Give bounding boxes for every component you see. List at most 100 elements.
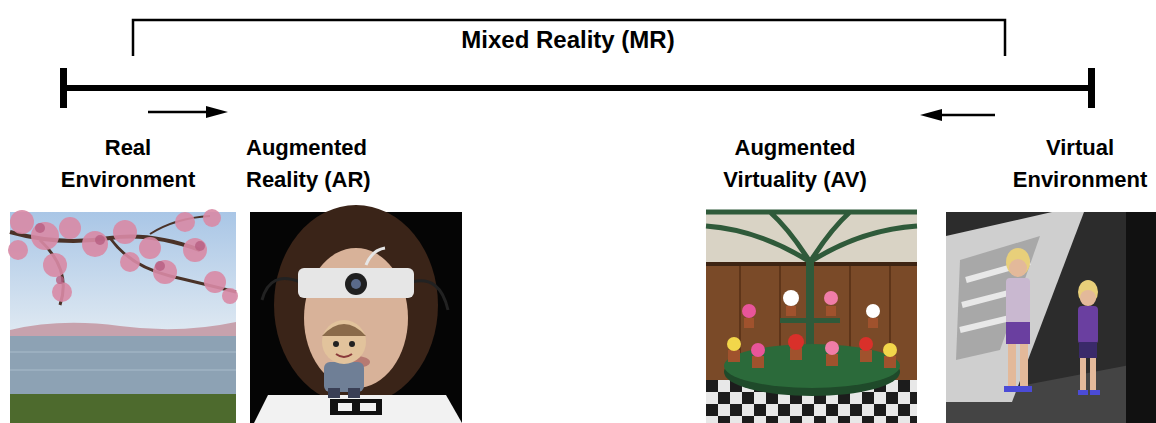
real-environment-photo-part — [8, 209, 238, 304]
augmented-virtuality-render-part-part — [868, 318, 878, 328]
bracket-label: Mixed Reality (MR) — [368, 24, 768, 56]
axis-label: Augmented Reality (AR) — [246, 132, 416, 196]
virtual-environment-render-part — [946, 212, 1084, 402]
real-environment-photo-part-part — [31, 222, 59, 250]
continuum-axis-part — [62, 85, 1093, 91]
augmented-virtuality-render-part-part — [824, 291, 838, 305]
real-environment-photo-part-part — [35, 223, 45, 233]
virtual-environment-render-part — [1018, 386, 1032, 392]
augmented-virtuality-render-part-part — [788, 334, 804, 350]
axis-label: Virtual Environment — [1005, 132, 1155, 196]
direction-arrow-part — [206, 106, 228, 118]
virtual-environment-render-part — [1006, 248, 1030, 276]
direction-arrow-part — [920, 109, 942, 121]
virtual-environment-render-part — [1008, 344, 1016, 388]
augmented-virtuality-render-part — [780, 318, 840, 323]
augmented-virtuality-render-part-part — [742, 304, 756, 318]
real-environment-photo-part — [10, 336, 236, 396]
augmented-reality-photo-part — [262, 279, 300, 300]
augmented-virtuality-render-part-part — [866, 304, 880, 318]
augmented-virtuality-render-part-part — [744, 318, 754, 328]
augmented-reality-photo-part — [360, 403, 376, 411]
real-environment-photo-part-part — [95, 235, 105, 245]
augmented-virtuality-render-part-part — [883, 343, 897, 357]
augmented-virtuality-render-part-part — [860, 350, 872, 362]
virtual-environment-render-part — [1090, 390, 1100, 395]
virtual-environment-render-part — [946, 212, 1156, 423]
augmented-virtuality-render-part-part — [826, 354, 838, 366]
virtual-environment-render-part — [1079, 342, 1097, 358]
real-environment-photo-part-part — [203, 209, 221, 227]
augmented-reality-photo-part — [366, 248, 385, 265]
direction-arrow-part — [148, 111, 208, 114]
virtual-environment-render-part — [1006, 278, 1030, 326]
virtual-environment-render-part — [1090, 358, 1096, 392]
real-environment-photo-part-part — [10, 210, 34, 234]
augmented-virtuality-render-part-part — [825, 341, 839, 355]
real-environment-photo-part-part — [155, 261, 165, 271]
augmented-virtuality-render-part — [724, 344, 900, 388]
real-environment-photo-part-part — [139, 237, 161, 259]
augmented-virtuality-render-part-part — [884, 356, 896, 368]
virtual-environment-render-part — [1020, 344, 1028, 388]
real-environment-photo-part-part — [113, 220, 137, 244]
real-environment-photo-part-part — [52, 282, 72, 302]
real-environment-photo-part — [10, 352, 236, 370]
augmented-reality-photo-part — [254, 395, 462, 423]
augmented-virtuality-render-part — [727, 290, 897, 357]
augmented-reality-photo-part — [348, 388, 360, 398]
augmented-virtuality-render-part — [706, 212, 917, 264]
real-environment-photo-part-part — [56, 276, 64, 284]
augmented-virtuality-render-part-part — [786, 306, 796, 316]
virtual-environment-render-part — [1078, 390, 1088, 395]
direction-arrow-part — [940, 114, 995, 117]
real-environment-photo-part — [10, 212, 236, 334]
real-environment-photo-part — [10, 394, 236, 423]
augmented-reality-photo-part — [345, 273, 367, 295]
real-environment-photo-part-part — [175, 212, 195, 232]
real-environment-photo-part-part — [153, 260, 177, 284]
real-environment-photo-part-part — [222, 288, 238, 304]
real-environment-photo-part-part — [120, 252, 140, 272]
augmented-virtuality-render-part-part — [751, 343, 765, 357]
real-environment-photo-part-part — [183, 238, 207, 262]
continuum-axis-part — [60, 68, 67, 108]
real-environment-photo-part-part — [82, 231, 108, 257]
virtual-environment-render-part — [1004, 386, 1018, 392]
augmented-reality-photo-part — [338, 403, 352, 411]
virtual-environment-render-part — [1009, 259, 1027, 277]
virtual-environment-render-part — [956, 236, 1040, 360]
continuum-axis — [60, 68, 1095, 108]
real-environment-photo-part — [35, 223, 205, 284]
augmented-reality-photo-part — [298, 268, 414, 298]
augmented-virtuality-render-part-part — [859, 337, 873, 351]
augmented-reality-photo-part — [336, 354, 352, 357]
augmented-virtuality-render-part-part — [728, 350, 740, 362]
virtual-environment-render-part — [1006, 322, 1030, 344]
augmented-reality-photo-part — [351, 279, 361, 289]
virtual-environment-render-part — [1080, 290, 1096, 306]
virtual-environment-render-part — [1126, 212, 1156, 423]
augmented-reality-photo-part — [333, 341, 339, 347]
real-environment-photo — [8, 209, 238, 423]
augmented-reality-photo-part — [322, 320, 366, 364]
augmented-reality-photo-part — [328, 388, 340, 398]
augmented-reality-photo-part — [324, 362, 364, 392]
virtual-environment-render-part — [1080, 358, 1086, 392]
augmented-virtuality-render — [706, 212, 917, 423]
augmented-virtuality-render-part — [706, 212, 917, 423]
continuum-axis-part — [1088, 68, 1095, 108]
real-environment-photo-part-part — [59, 217, 81, 239]
augmented-virtuality-render-part-part — [752, 356, 764, 368]
real-environment-photo-part-part — [195, 241, 205, 251]
axis-label: Real Environment — [53, 132, 203, 196]
real-environment-photo-part-part — [43, 253, 67, 277]
virtual-environment-render-part — [1078, 306, 1098, 344]
augmented-virtuality-render-part — [706, 212, 917, 262]
augmented-reality-photo-part — [274, 205, 438, 405]
real-environment-photo-part-part — [204, 271, 226, 293]
augmented-virtuality-render-part-part — [783, 290, 799, 306]
real-environment-photo-part — [10, 322, 236, 338]
augmented-virtuality-render-part-part — [826, 306, 836, 316]
